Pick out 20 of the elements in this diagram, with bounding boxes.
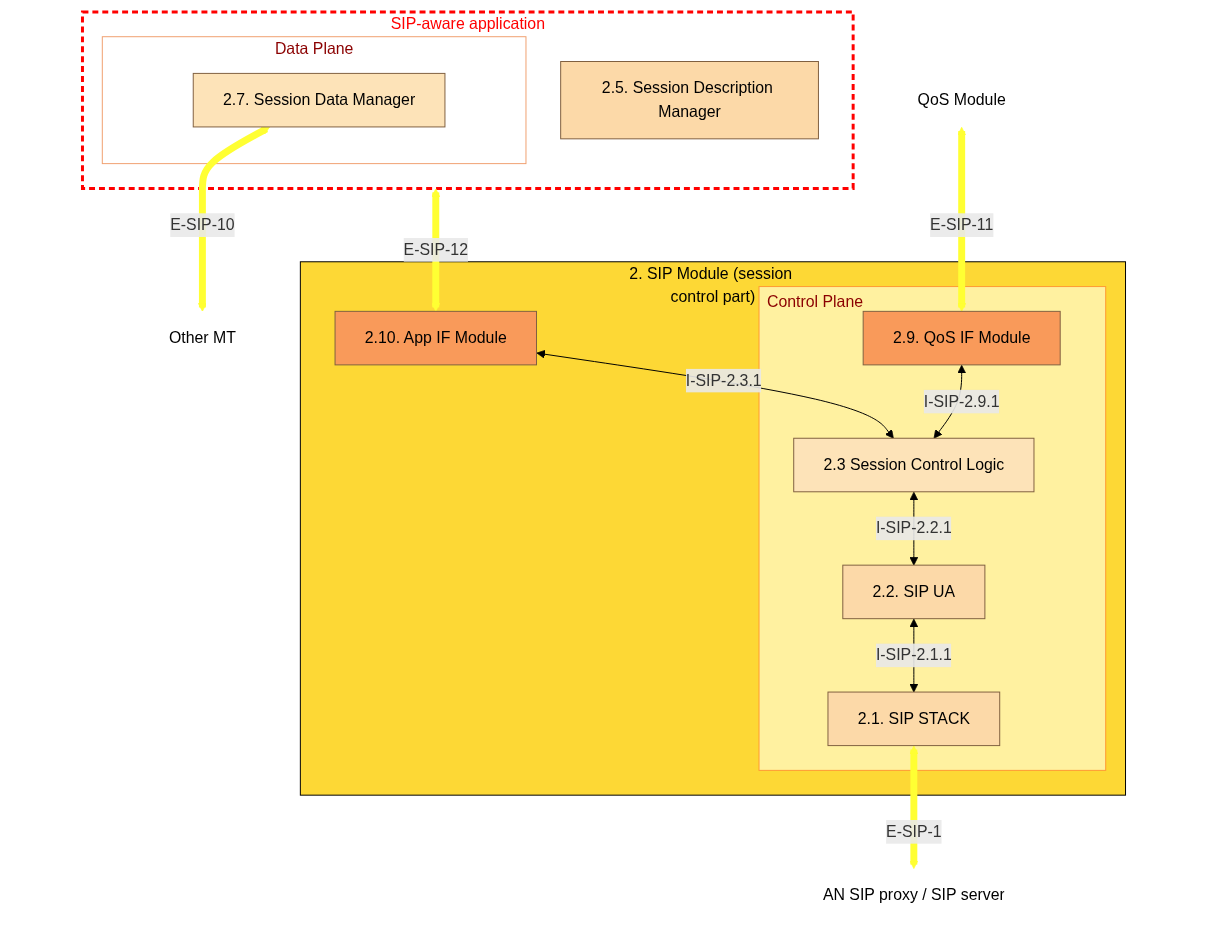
node-box: 2.5. Session Description Manager bbox=[559, 61, 819, 140]
arrow bbox=[197, 125, 270, 312]
edge-label: E-SIP-1 bbox=[885, 822, 942, 840]
node-box: 2.2. SIP UA bbox=[841, 564, 985, 620]
edge-label: I-SIP-2.1.1 bbox=[875, 646, 952, 664]
arrow bbox=[956, 126, 966, 312]
edge-label: I-SIP-2.9.1 bbox=[923, 392, 1000, 410]
arrow bbox=[430, 188, 440, 312]
node-box: 2.7. Session Data Manager bbox=[192, 72, 445, 128]
edge-label: E-SIP-11 bbox=[929, 216, 993, 234]
edge-label: E-SIP-10 bbox=[169, 216, 235, 234]
node-text: Other MT bbox=[168, 329, 236, 347]
node-box: 2.3 Session Control Logic bbox=[792, 437, 1034, 493]
node-text: AN SIP proxy / SIP server bbox=[822, 886, 1005, 904]
node-box: 2.10. App IF Module bbox=[334, 310, 537, 366]
edge-label: E-SIP-12 bbox=[403, 240, 468, 258]
edge-label: I-SIP-2.2.1 bbox=[875, 519, 952, 537]
node-text: QoS Module bbox=[917, 91, 1006, 109]
node-box: 2.1. SIP STACK bbox=[826, 691, 1000, 747]
node-box: 2.9. QoS IF Module bbox=[862, 310, 1061, 366]
